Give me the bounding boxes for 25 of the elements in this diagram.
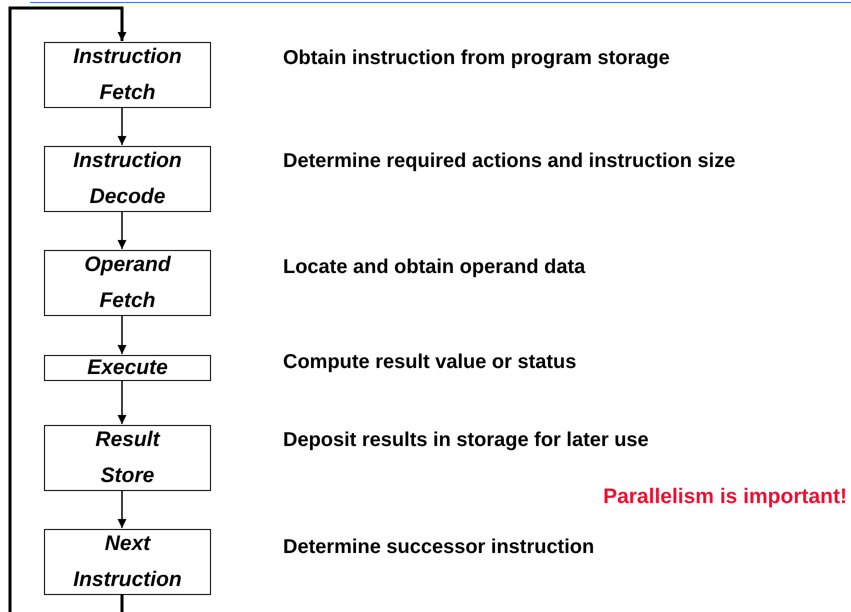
process-box bbox=[44, 425, 211, 491]
step-description: Locate and obtain operand data bbox=[283, 255, 586, 280]
note: Parallelism is important! bbox=[603, 484, 847, 510]
arrow bbox=[8, 6, 126, 612]
step-description: Determine successor instruction bbox=[283, 535, 594, 560]
step-label: Instruction Decode bbox=[73, 148, 182, 210]
step-description: Determine required actions and instruction size bbox=[283, 149, 736, 174]
arrow bbox=[118, 212, 126, 249]
arrow bbox=[118, 316, 126, 354]
step-label: Operand Fetch bbox=[84, 252, 171, 314]
step-description: Obtain instruction from program storage bbox=[283, 46, 670, 71]
arrow bbox=[118, 381, 126, 424]
process-box bbox=[44, 355, 211, 381]
arrow bbox=[118, 108, 126, 145]
process-box bbox=[44, 42, 211, 108]
step-label: Execute bbox=[87, 355, 168, 381]
step-description: Deposit results in storage for later use bbox=[283, 428, 649, 453]
arrow bbox=[118, 491, 126, 528]
step-description: Compute result value or status bbox=[283, 350, 576, 375]
step-label: Next Instruction bbox=[73, 531, 182, 593]
process-box bbox=[44, 146, 211, 212]
process-box bbox=[44, 529, 211, 595]
step-label: Instruction Fetch bbox=[73, 44, 182, 106]
process-box bbox=[44, 250, 211, 316]
step-label: Result Store bbox=[95, 427, 160, 489]
